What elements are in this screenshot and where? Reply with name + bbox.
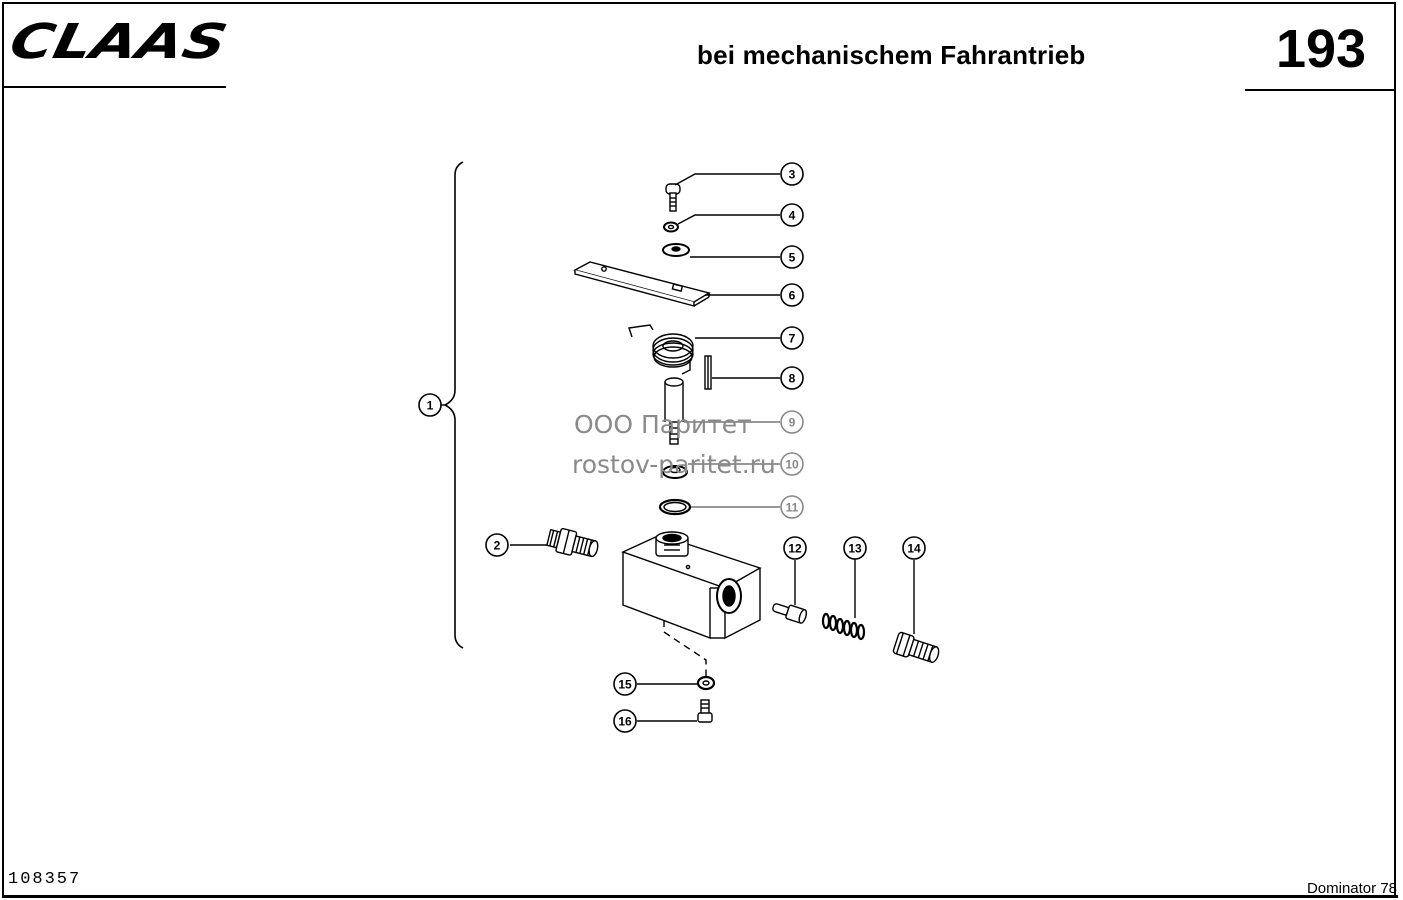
callout-16: 16 [613,709,637,733]
svg-text:4: 4 [789,209,796,223]
svg-text:3: 3 [789,168,796,182]
drawing-id: 108357 [8,870,82,889]
logo-rule [2,86,226,88]
part-washer-5 [662,243,690,257]
svg-text:7: 7 [789,332,796,346]
bottom-rule [2,895,1398,898]
part-plug-14 [892,631,940,664]
callout-15: 15 [613,672,637,696]
part-fitting-2 [546,527,599,558]
callout-2: 2 [485,533,509,557]
page-number: 193 [1275,19,1367,79]
model-name: Dominator 78 [1306,880,1397,897]
callout-4: 4 [780,203,804,227]
callout-1: 1 [418,393,442,417]
callout-10: 10 [780,452,804,476]
callout-12: 12 [783,536,807,560]
callout-13: 13 [843,536,867,560]
svg-text:5: 5 [789,251,796,265]
callout-6: 6 [780,283,804,307]
part-washer-4 [663,221,679,233]
svg-text:13: 13 [848,542,862,556]
page-title: bei mechanischem Fahrantrieb [697,40,1086,70]
part-bolt-3 [665,183,681,212]
part-plate-6 [573,261,711,307]
callout-14: 14 [902,536,926,560]
svg-text:CLAAS: CLAAS [8,18,232,64]
svg-text:1: 1 [427,399,434,413]
watermark-company: ООО Паритет [574,410,752,439]
part-pin-8 [704,355,712,390]
page-number-rule [1245,89,1396,91]
callout-8: 8 [780,366,804,390]
part-washer-15 [696,675,716,691]
svg-text:12: 12 [788,542,802,556]
svg-text:6: 6 [789,289,796,303]
part-plunger-12 [772,603,808,624]
callout-9: 9 [780,410,804,434]
callout-11: 11 [780,495,804,519]
part-shaft-9 [664,377,684,445]
part-o-ring-11 [658,498,692,516]
assembly-brace [443,161,464,649]
callout-5: 5 [780,245,804,269]
svg-text:10: 10 [785,458,799,472]
part-spring-7 [628,324,694,375]
callout-3: 3 [780,162,804,186]
svg-text:15: 15 [618,678,632,692]
svg-text:8: 8 [789,372,796,386]
svg-text:11: 11 [786,501,799,515]
part-spring-13 [821,612,866,641]
part-nut-10 [662,465,688,479]
part-valve-body [621,531,762,676]
svg-text:14: 14 [907,542,921,556]
svg-text:2: 2 [494,539,501,553]
callout-7: 7 [780,326,804,350]
part-screw-16 [697,699,713,723]
svg-text:16: 16 [618,715,632,729]
claas-logo: CLAAS [8,18,232,64]
watermark-url: rostov-paritet.ru [572,450,776,479]
svg-text:9: 9 [789,416,796,430]
